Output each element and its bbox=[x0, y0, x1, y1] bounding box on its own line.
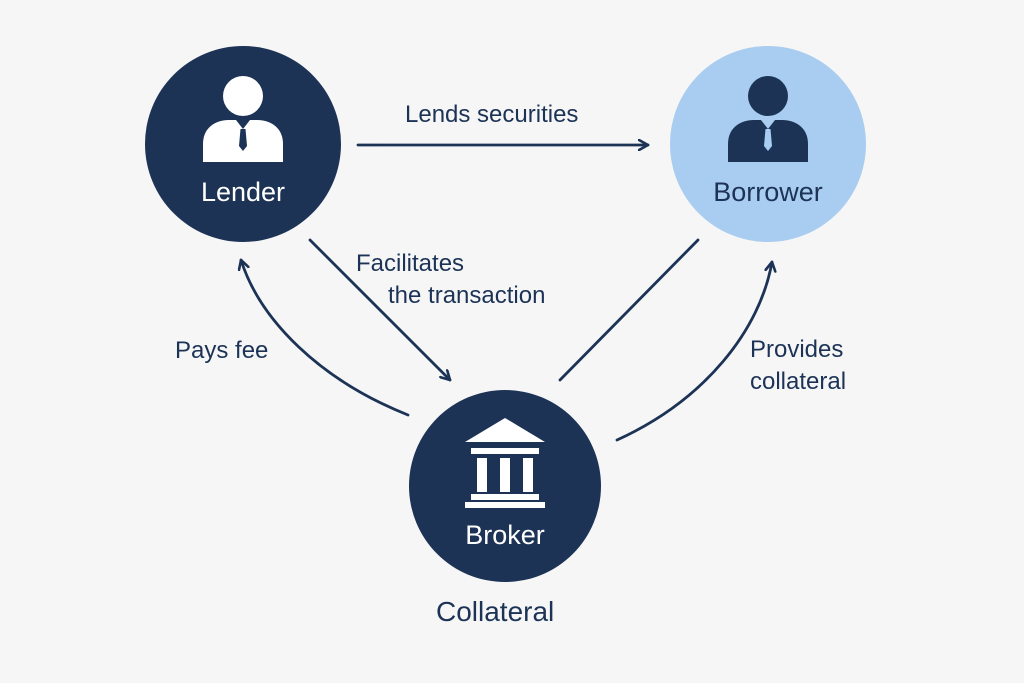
provides-label-line1: Provides bbox=[750, 336, 844, 363]
arrow-provides-collateral bbox=[615, 260, 772, 442]
provides-collateral-label: Provides collateral bbox=[750, 334, 846, 398]
borrower-node[interactable]: Borrower bbox=[670, 46, 866, 242]
provides-label-line2: collateral bbox=[750, 368, 847, 395]
borrower-label: Borrower bbox=[713, 177, 823, 207]
lender-label: Lender bbox=[200, 177, 286, 207]
person-icon bbox=[728, 76, 808, 162]
person-icon bbox=[203, 76, 283, 162]
collateral-caption: Collateral bbox=[436, 596, 555, 627]
lender-node[interactable]: Lender bbox=[145, 46, 341, 242]
broker-label: Broker bbox=[465, 520, 545, 550]
broker-node[interactable]: Broker bbox=[409, 390, 601, 582]
lends-securities-label: Lends securities bbox=[405, 101, 579, 128]
facilitates-label-line1: Facilitates bbox=[356, 250, 465, 277]
arrow-facilitates bbox=[308, 238, 452, 382]
pays-fee-label: Pays fee bbox=[175, 337, 269, 364]
facilitates-label: Facilitates the transaction bbox=[356, 248, 545, 312]
line-broker-borrower bbox=[558, 238, 700, 382]
arrow-pays-fee bbox=[241, 258, 410, 417]
facilitates-label-line2: the transaction bbox=[388, 282, 546, 309]
bank-building-icon bbox=[465, 418, 545, 508]
